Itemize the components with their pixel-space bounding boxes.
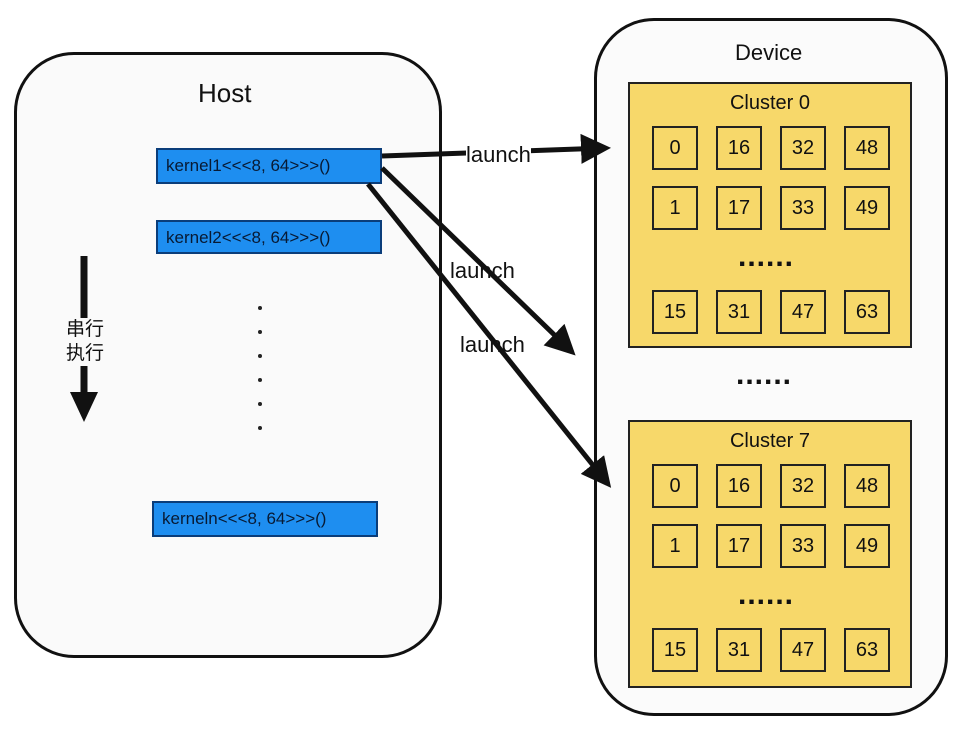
- thread-cell: 15: [652, 290, 698, 334]
- thread-cell: 48: [844, 464, 890, 508]
- thread-cell: 16: [716, 464, 762, 508]
- thread-cell: 48: [844, 126, 890, 170]
- thread-cell: 33: [780, 524, 826, 568]
- device-title: Device: [735, 40, 803, 65]
- thread-cell: 49: [844, 524, 890, 568]
- launch-arrow-2: [380, 166, 576, 356]
- serial-label-line2: 执行: [65, 343, 104, 364]
- launch-label-1: launch: [466, 142, 531, 168]
- kernel-1-box: kernel1<<<8, 64>>>(): [156, 148, 382, 184]
- cluster-0-label: Cluster 0: [729, 92, 811, 114]
- cluster-0: Cluster 0 0 16 32 48 1 17 33 49 ...... 1…: [628, 82, 912, 348]
- serial-exec-label: 串行 执行: [64, 318, 106, 366]
- thread-cell: 0: [652, 464, 698, 508]
- vertical-ellipsis: [258, 306, 266, 450]
- serial-label-line1: 串行: [65, 319, 104, 340]
- thread-cell: 16: [716, 126, 762, 170]
- kernel-2-box: kernel2<<<8, 64>>>(): [156, 220, 382, 254]
- thread-cell: 63: [844, 628, 890, 672]
- thread-cell: 0: [652, 126, 698, 170]
- thread-cell: 32: [780, 126, 826, 170]
- thread-cell: 49: [844, 186, 890, 230]
- thread-cell: 17: [716, 186, 762, 230]
- thread-cell: 17: [716, 524, 762, 568]
- serial-arrowhead: [70, 392, 98, 422]
- kernel-n-box: kerneln<<<8, 64>>>(): [152, 501, 378, 537]
- cluster-7: Cluster 7 0 16 32 48 1 17 33 49 ...... 1…: [628, 420, 912, 688]
- thread-cell: 33: [780, 186, 826, 230]
- thread-cell: 1: [652, 524, 698, 568]
- thread-cell: 31: [716, 290, 762, 334]
- host-title: Host: [198, 78, 252, 108]
- thread-cell: 47: [780, 290, 826, 334]
- thread-cell: 31: [716, 628, 762, 672]
- cluster-7-label: Cluster 7: [729, 430, 811, 452]
- launch-label-3: launch: [460, 332, 525, 357]
- thread-cell: 1: [652, 186, 698, 230]
- launch-label-2: launch: [450, 258, 515, 283]
- thread-cell: 47: [780, 628, 826, 672]
- thread-cell: 63: [844, 290, 890, 334]
- launch-arrow-3: [366, 182, 612, 488]
- thread-cell: 15: [652, 628, 698, 672]
- thread-cell: 32: [780, 464, 826, 508]
